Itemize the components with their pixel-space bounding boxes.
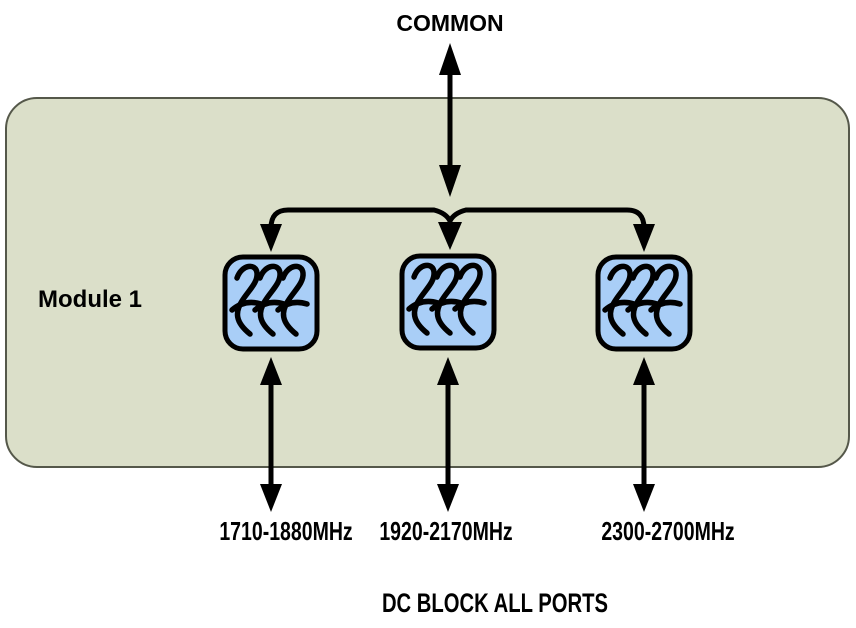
branch-arrowhead-left-icon: [260, 224, 282, 252]
port-label-2300-2700: 2300-2700MHz: [601, 516, 735, 546]
filter-icon: [602, 263, 683, 337]
module-label: Module 1: [38, 286, 143, 313]
port-arrow-center-icon: [437, 357, 459, 512]
filter-icon: [406, 262, 487, 336]
dc-block-note: DC BLOCK ALL PORTS: [381, 588, 609, 618]
port-label-1920-2170: 1920-2170MHz: [379, 516, 513, 546]
port-arrow-right-icon: [633, 357, 655, 512]
filter-block-1710-1880: [222, 254, 320, 352]
common-double-arrow-icon: [439, 43, 461, 197]
port-label-1710-1880: 1710-1880MHz: [219, 516, 353, 546]
filter-block-1920-2170: [399, 253, 497, 351]
filter-icon: [229, 263, 310, 337]
branch-arrowhead-right-icon: [633, 224, 655, 252]
common-port-label: COMMON: [396, 10, 504, 36]
splitter-branch-line: [260, 207, 655, 252]
filter-block-2300-2700: [595, 254, 693, 352]
port-arrow-left-icon: [260, 357, 282, 512]
branch-arrowhead-center-icon: [438, 222, 462, 250]
